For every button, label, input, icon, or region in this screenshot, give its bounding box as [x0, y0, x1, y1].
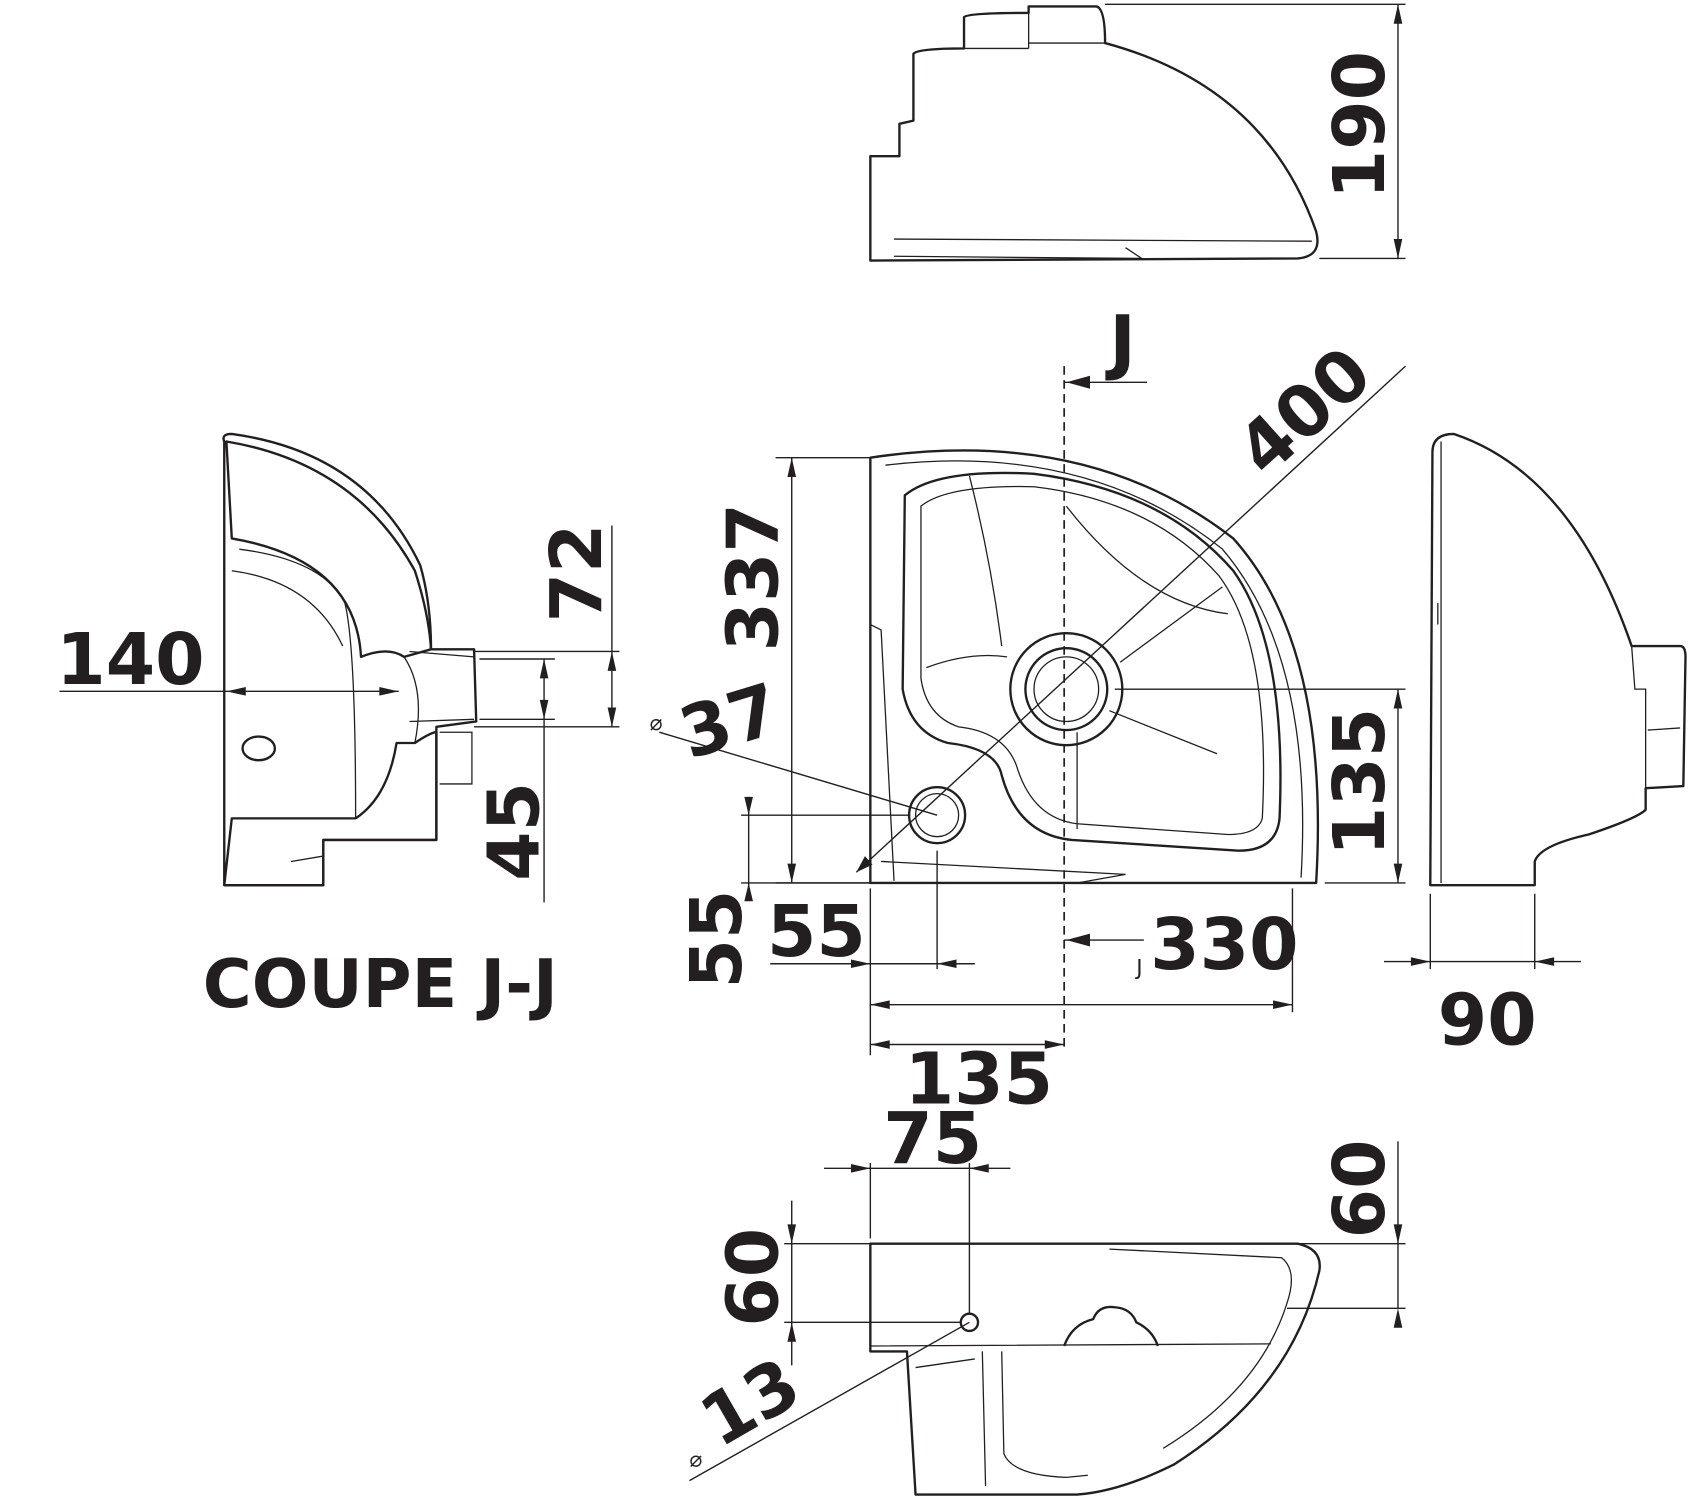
section-j-j-view: 72 45 140 COUPE J-J — [56, 432, 620, 1023]
dim-330: 330 — [1150, 903, 1298, 986]
dim-135-horizontal: 135 — [905, 1038, 1053, 1121]
dim-140: 140 — [56, 618, 204, 701]
dim-45: 45 — [473, 782, 556, 881]
dim-60-right: 60 — [1318, 1139, 1401, 1238]
bottom-view: 75 60 60 ⌀ 13 — [687, 1097, 1406, 1496]
dim-60-left: 60 — [712, 1228, 795, 1327]
section-marker-top: J — [1105, 300, 1135, 383]
dim-55-vertical: 55 — [675, 890, 758, 989]
dim-55-horizontal: 55 — [767, 890, 866, 973]
plan-view: 400 J 337 ⌀ 37 135 55 55 J 33 — [650, 300, 1406, 1121]
diameter-symbol-13: ⌀ — [689, 1448, 702, 1473]
dim-90: 90 — [1438, 979, 1537, 1062]
dim-72: 72 — [535, 524, 618, 623]
dim-337: 337 — [712, 503, 795, 651]
dim-75: 75 — [883, 1097, 982, 1180]
diameter-symbol-37: ⌀ — [650, 711, 663, 736]
front-elevation-view: 190 — [869, 3, 1406, 262]
section-title: COUPE J-J — [203, 945, 558, 1023]
dim-400: 400 — [1221, 331, 1387, 492]
section-marker-bottom: J — [1134, 956, 1142, 981]
side-elevation-view: 90 — [1383, 432, 1687, 1062]
dim-13: 13 — [687, 1342, 814, 1463]
dim-37: 37 — [670, 667, 789, 775]
dim-190: 190 — [1318, 51, 1401, 199]
dim-135-vertical: 135 — [1318, 708, 1401, 856]
